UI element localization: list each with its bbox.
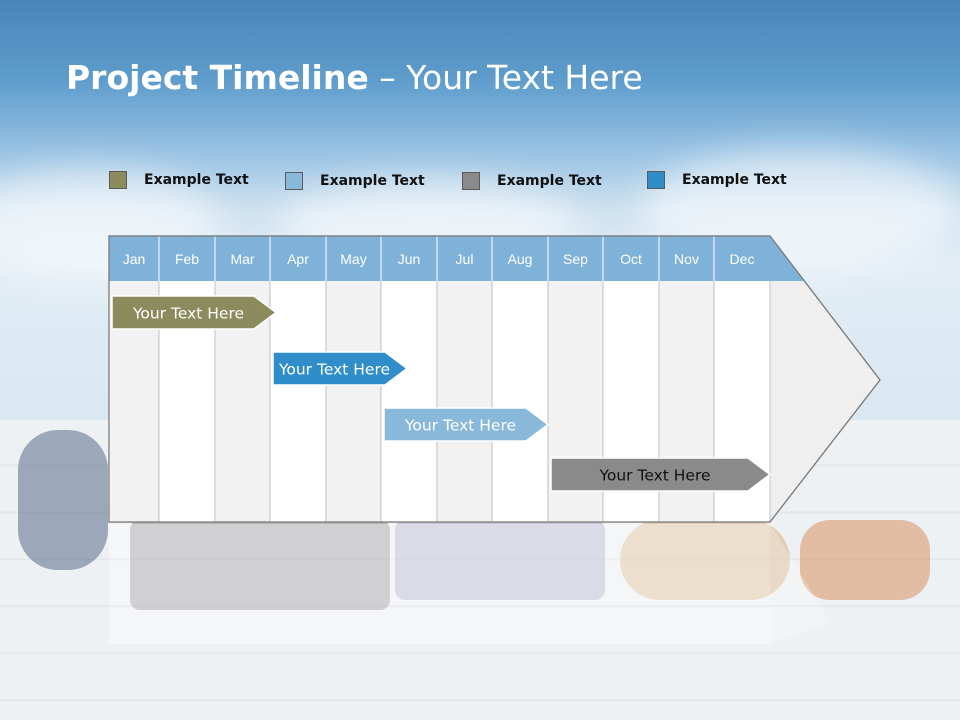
task-bar-label: Your Text Here [278,361,390,379]
arrow-outline [108,235,881,523]
month-label-feb: Feb [175,251,199,267]
title-bold: Project Timeline [66,58,369,97]
task-bar-2[interactable]: Your Text Here [272,351,409,386]
legend-item: Example Text [462,171,602,191]
task-bar-shape[interactable] [272,351,409,386]
task-bar-shape[interactable] [111,295,278,330]
month-label-jun: Jun [398,251,421,267]
month-label-apr: Apr [287,251,309,267]
month-column [491,235,549,523]
reflection-shape [770,524,830,644]
legend-label: Example Text [682,172,787,188]
task-bar-label: Your Text Here [132,305,244,323]
legend-swatch [109,171,127,189]
month-column [108,235,160,523]
month-label-sep: Sep [563,251,588,267]
legend-label: Example Text [497,173,602,189]
month-column [158,235,216,523]
task-bar-label: Your Text Here [404,417,516,435]
legend-swatch [462,172,480,190]
month-label-may: May [340,251,366,267]
month-label-mar: Mar [230,251,254,267]
task-bar-3[interactable]: Your Text Here [383,407,550,442]
slide-title: Project Timeline – Your Text Here [66,58,643,97]
timeline-reflection [109,524,830,644]
legend-item: Example Text [285,171,425,191]
reflection-shape [109,524,770,644]
legend-item: Example Text [109,170,249,190]
header-band [109,236,770,281]
month-label-jan: Jan [123,251,146,267]
month-label-jul: Jul [456,251,474,267]
bowl-decoration [395,520,605,600]
title-rest: – Your Text Here [368,58,643,97]
month-header: Jan Feb Mar Apr May Jun Jul Aug Sep Oct Nov Dec [108,235,881,523]
task-bar-shape[interactable] [550,457,772,492]
month-label-dec: Dec [730,251,755,267]
task-bar-label: Your Text Here [598,467,710,485]
bowl-decoration [130,520,390,610]
month-label-oct: Oct [620,251,642,267]
task-bar-shape[interactable] [383,407,550,442]
legend-label: Example Text [320,173,425,189]
legend-label: Example Text [144,172,249,188]
month-label-nov: Nov [674,251,699,267]
legend-swatch [285,172,303,190]
month-label-aug: Aug [508,251,533,267]
task-bar-1[interactable]: Your Text Here [111,295,278,330]
sponge-decoration [620,520,790,600]
legend-item: Example Text [647,170,787,190]
plant-decoration [18,430,108,570]
task-bar-4[interactable]: Your Text Here [550,457,772,492]
almonds-decoration [800,520,930,600]
legend-swatch [647,171,665,189]
